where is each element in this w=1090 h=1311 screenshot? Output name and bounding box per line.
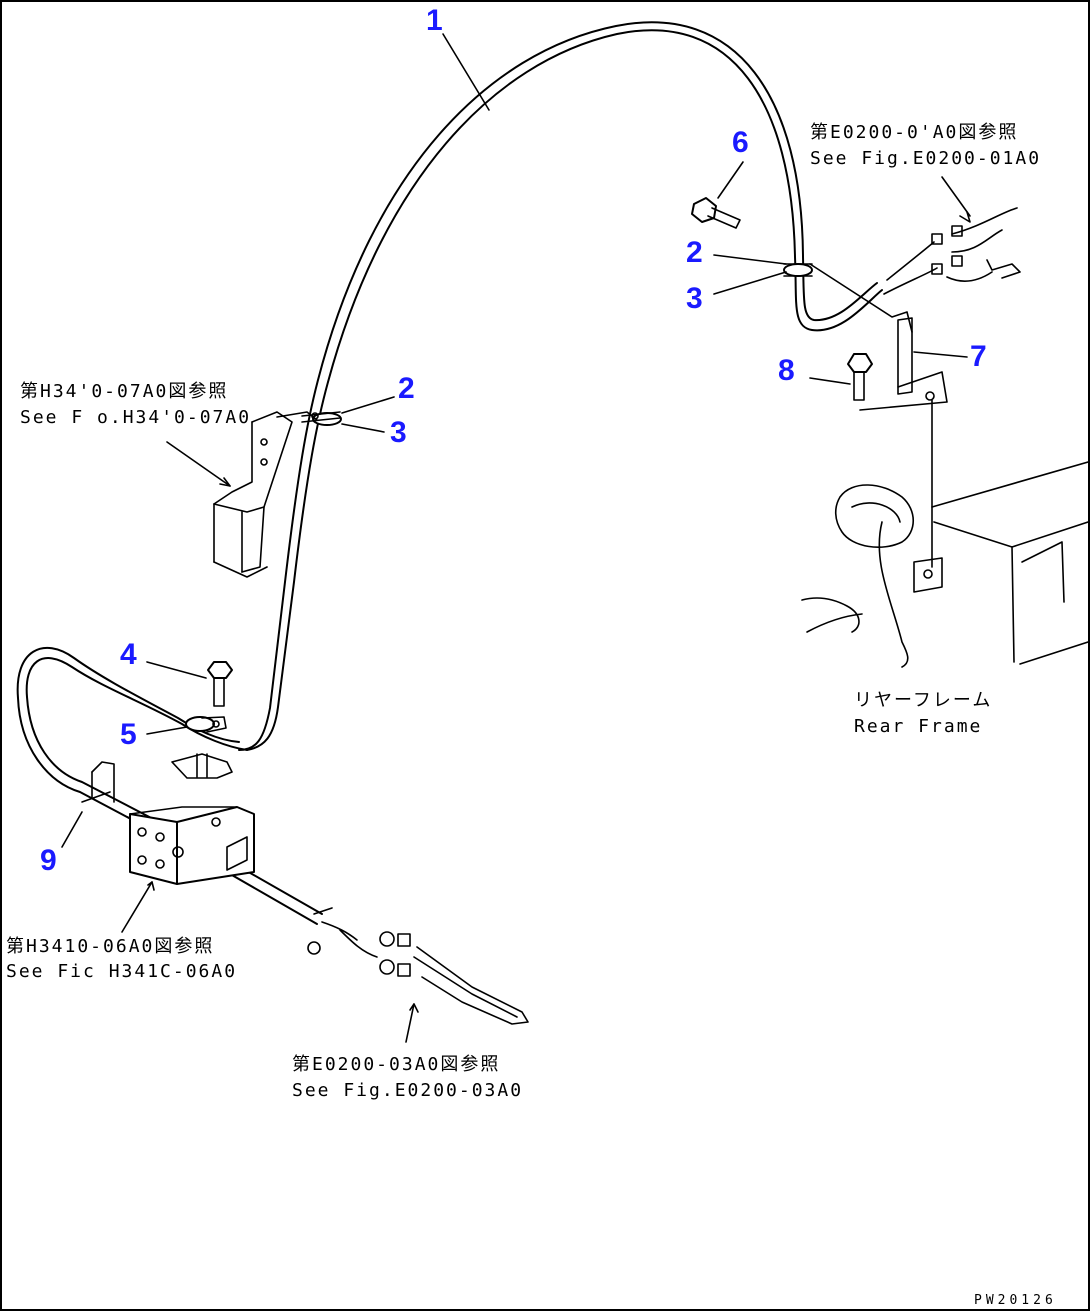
- connector-group-lower: [307, 907, 529, 1025]
- callout-3-right: 3: [686, 282, 703, 315]
- label-rear-frame-en: Rear Frame: [854, 716, 982, 737]
- callout-1: 1: [426, 4, 443, 37]
- label-rear-frame-jp: リヤーフレーム: [854, 690, 992, 711]
- bolt-part-6: [691, 197, 741, 229]
- callout-4: 4: [120, 638, 137, 671]
- note-e0200-03-jp: 第E0200-03A0図参照: [292, 1054, 500, 1075]
- callout-2-right: 2: [686, 236, 703, 269]
- clamp-upper-right: [783, 263, 913, 333]
- note-h3410-07-jp: 第H34'0-07A0図参照: [20, 381, 228, 402]
- hose-part-1: [16, 21, 883, 925]
- callout-3-left: 3: [390, 416, 407, 449]
- drawing-number: PW20126: [974, 1293, 1057, 1308]
- note-h3410-06-en: See Fic H341C-06A0: [6, 961, 237, 982]
- note-h3410-06-jp: 第H3410-06A0図参照: [6, 936, 214, 957]
- callout-9: 9: [40, 844, 57, 877]
- bolt-part-8: [847, 353, 873, 401]
- clamp-part-5: [185, 716, 227, 733]
- callout-7: 7: [970, 340, 987, 373]
- u-bolt-part-9: [81, 761, 115, 803]
- valve-block-h3410-06: [129, 806, 255, 885]
- callout-2-left: 2: [398, 372, 415, 405]
- note-e0200-01-en: See Fig.E0200-01A0: [810, 148, 1041, 169]
- bolt-part-4: [207, 661, 233, 707]
- bracket-part-7: [859, 317, 948, 568]
- note-e0200-03-en: See Fig.E0200-03A0: [292, 1080, 523, 1101]
- leader-lines: [61, 33, 971, 1043]
- rear-frame: [801, 461, 1088, 668]
- callout-6: 6: [732, 126, 749, 159]
- note-h3410-07-en: See F o.H34'0-07A0: [20, 407, 251, 428]
- callout-8: 8: [778, 354, 795, 387]
- connector-group-upper-right: [883, 207, 1021, 295]
- bracket-h3410-07: [213, 411, 318, 578]
- clamp-lower: [171, 753, 233, 779]
- note-e0200-01-jp: 第E0200-0'A0図参照: [810, 122, 1018, 143]
- callout-5: 5: [120, 718, 137, 751]
